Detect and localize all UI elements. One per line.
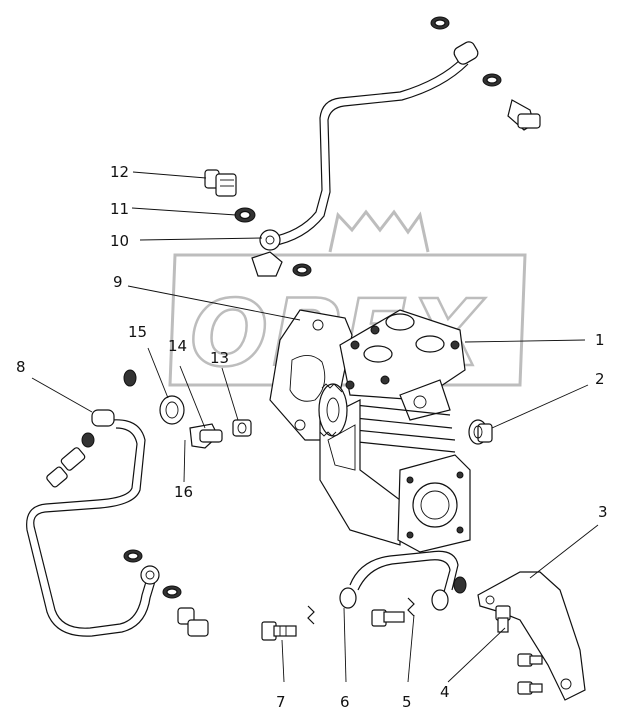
callout-7: 7 [276,693,286,711]
callout-11: 11 [110,200,129,218]
banjo-bolt-12 [204,169,237,197]
bolt-7 [261,621,297,641]
banjo-bolt-8 [46,432,95,488]
callout-6: 6 [340,693,350,711]
spring-washer-7 [307,605,315,625]
callout-2: 2 [595,370,605,388]
callout-4: 4 [440,683,450,701]
upper-oil-pipe [259,16,541,251]
oil-return-pipe-8 [26,409,160,637]
callout-3: 3 [598,503,608,521]
callout-15: 15 [128,323,147,341]
bolt-4 [495,605,511,633]
bracket-3 [477,571,586,701]
washer-15 [123,369,137,387]
nut-13 [232,419,252,437]
callout-10: 10 [110,232,129,250]
callout-16: 16 [174,483,193,501]
spring-washer-5 [407,597,415,617]
air-compressor-1 [318,309,471,553]
clamp-15 [159,395,185,425]
mounting-bolts [517,653,543,695]
fitting-2 [468,419,493,445]
callout-1: 1 [595,331,605,349]
leader-lines [31,171,599,683]
callout-14: 14 [168,337,187,355]
callout-9: 9 [113,273,123,291]
union-fitting [251,251,312,277]
bolt-5 [371,609,405,627]
lower-washers [123,549,209,637]
callout-5: 5 [402,693,412,711]
sealing-washer-11 [234,207,256,223]
elbow-fitting-14 [189,423,223,449]
callout-13: 13 [210,349,229,367]
lower-water-pipe [339,550,467,611]
callout-12: 12 [110,163,129,181]
callout-8: 8 [16,358,26,376]
